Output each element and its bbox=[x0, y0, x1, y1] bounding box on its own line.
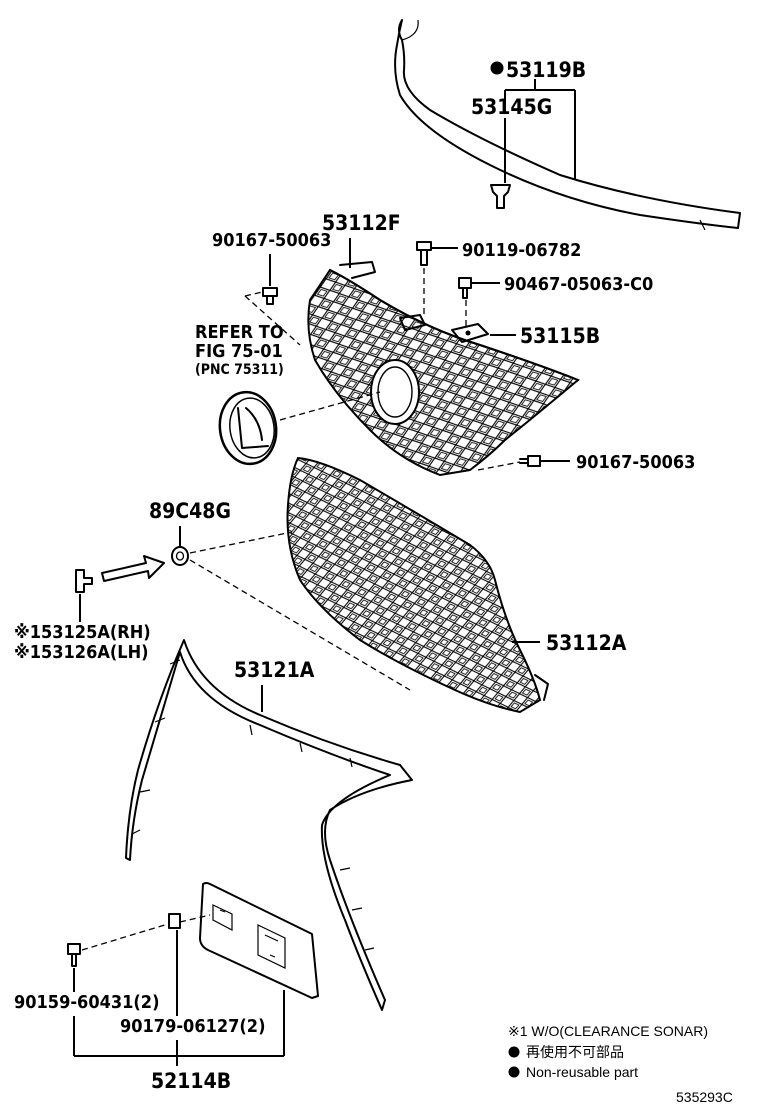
legend-note-nonreusable: Non-reusable part bbox=[526, 1064, 638, 1080]
refer-line-3: (PNC 75311) bbox=[195, 362, 284, 378]
label-53112A: 53112A bbox=[546, 631, 627, 655]
lower-grille-part bbox=[286, 456, 549, 714]
label-90167-50063-right: 90167-50063 bbox=[576, 452, 695, 473]
bolt-90167-50063-top-part bbox=[262, 287, 278, 305]
label-90119-06782: 90119-06782 bbox=[462, 240, 581, 261]
label-53112F: 53112F bbox=[322, 211, 401, 235]
sensor-clip-part bbox=[75, 569, 93, 593]
upper-grille-part bbox=[307, 261, 580, 477]
nut-89C48G-part bbox=[171, 546, 189, 566]
clip-53145G-part bbox=[490, 184, 511, 209]
label-53115B: 53115B bbox=[520, 324, 600, 348]
screw-90159-60431-part bbox=[67, 943, 81, 967]
label-53119B: 53119B bbox=[506, 58, 586, 82]
label-90159-60431: 90159-60431(2) bbox=[14, 992, 159, 1013]
refer-line-1: REFER TO bbox=[195, 322, 284, 343]
label-89C48G: 89C48G bbox=[149, 499, 231, 523]
bolt-90167-50063-right-part bbox=[519, 455, 541, 467]
label-53145G: 53145G bbox=[471, 95, 552, 119]
legend-note-sonar: ※1 W/O(CLEARANCE SONAR) bbox=[508, 1023, 708, 1039]
bracket-53115B-part bbox=[451, 323, 489, 343]
label-53126A: ※153126A(LH) bbox=[14, 642, 149, 663]
license-plate-bracket-part bbox=[199, 882, 319, 999]
non-reusable-dot bbox=[490, 61, 504, 75]
refer-line-2: FIG 75-01 bbox=[195, 341, 283, 362]
diagram-id: 535293C bbox=[676, 1089, 733, 1105]
legend-dot-1 bbox=[508, 1046, 520, 1058]
label-52114B: 52114B bbox=[151, 1069, 231, 1093]
emblem-part bbox=[218, 390, 278, 466]
nut-90179-06127-part bbox=[168, 913, 181, 929]
label-90167-50063-top: 90167-50063 bbox=[212, 230, 331, 251]
label-53125A: ※153125A(RH) bbox=[14, 622, 151, 643]
direction-arrow-icon bbox=[101, 555, 165, 582]
label-90179-06127: 90179-06127(2) bbox=[120, 1016, 265, 1037]
upper-molding-part bbox=[394, 19, 741, 231]
label-53121A: 53121A bbox=[234, 658, 315, 682]
legend-dot-2 bbox=[508, 1066, 520, 1078]
bolt-90119-06782-part bbox=[416, 241, 432, 266]
legend-note-jp: 再使用不可部品 bbox=[526, 1044, 624, 1060]
grille-surround-molding-part bbox=[125, 639, 413, 1011]
clip-90467-05063-C0-part bbox=[458, 277, 472, 299]
label-90467-05063-C0: 90467-05063-C0 bbox=[504, 274, 653, 295]
